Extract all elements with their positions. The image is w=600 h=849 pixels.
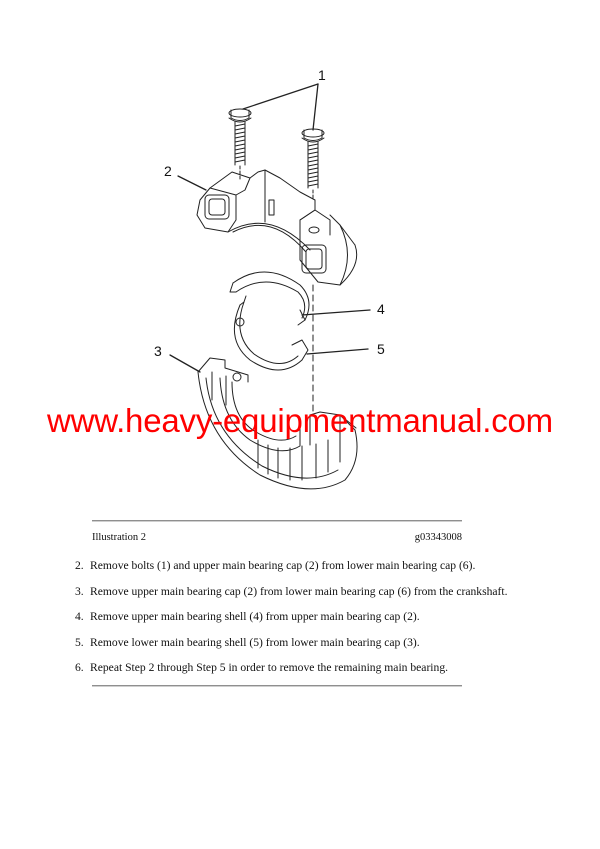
caption-title: Illustration 2: [92, 532, 146, 543]
leader-line-5: [306, 348, 369, 355]
bolt-right: [301, 128, 325, 201]
callout-4: 4: [377, 301, 385, 317]
steps-bottom-rule: [92, 685, 462, 687]
watermark-url: www.heavy-equipmentmanual.com: [47, 402, 553, 439]
lower-bearing-cap: [197, 357, 358, 490]
step-item: 4. Remove upper main bearing shell (4) f…: [75, 611, 555, 637]
caption-graphic-id: g03343008: [414, 532, 462, 543]
leader-line-3: [169, 354, 201, 373]
procedure-steps: 2. Remove bolts (1) and upper main beari…: [75, 560, 555, 688]
step-text: Remove upper main bearing shell (4) from…: [90, 610, 420, 623]
step-item: 5. Remove lower main bearing shell (5) f…: [75, 635, 555, 663]
step-item: 3. Remove upper main bearing cap (2) fro…: [75, 584, 555, 612]
step-item: 6. Repeat Step 2 through Step 5 in order…: [75, 662, 555, 688]
callout-1: 1: [318, 67, 326, 83]
step-text: Repeat Step 2 through Step 5 in order to…: [90, 661, 449, 674]
callout-3: 3: [154, 343, 162, 359]
bolt-left: [228, 108, 252, 181]
step-text: Remove upper main bearing cap (2) from l…: [90, 584, 508, 598]
callout-2: 2: [164, 163, 172, 179]
callout-5: 5: [377, 341, 385, 357]
lower-bearing-shell: [233, 295, 309, 371]
leader-lines-1: [242, 83, 319, 131]
leader-line-2: [177, 175, 207, 191]
upper-bearing-shell: [229, 271, 310, 326]
step-number: 2.: [75, 559, 84, 572]
upper-bearing-cap: [196, 169, 358, 286]
step-number: 5.: [75, 635, 84, 649]
caption-top-rule: [92, 520, 462, 522]
exploded-bearing-diagram: [169, 83, 371, 490]
bearing-illustration: 1 2 3 4 5 www.heavy-equipmentmanual.com: [47, 67, 553, 490]
step-text: Remove bolts (1) and upper main bearing …: [90, 559, 476, 572]
step-item: 2. Remove bolts (1) and upper main beari…: [75, 560, 555, 586]
step-number: 4.: [75, 610, 84, 623]
step-number: 3.: [75, 584, 84, 598]
step-text: Remove lower main bearing shell (5) from…: [90, 635, 420, 649]
step-number: 6.: [75, 661, 84, 674]
leader-line-4: [301, 309, 371, 316]
illustration-caption: Illustration 2 g03343008: [92, 532, 462, 544]
